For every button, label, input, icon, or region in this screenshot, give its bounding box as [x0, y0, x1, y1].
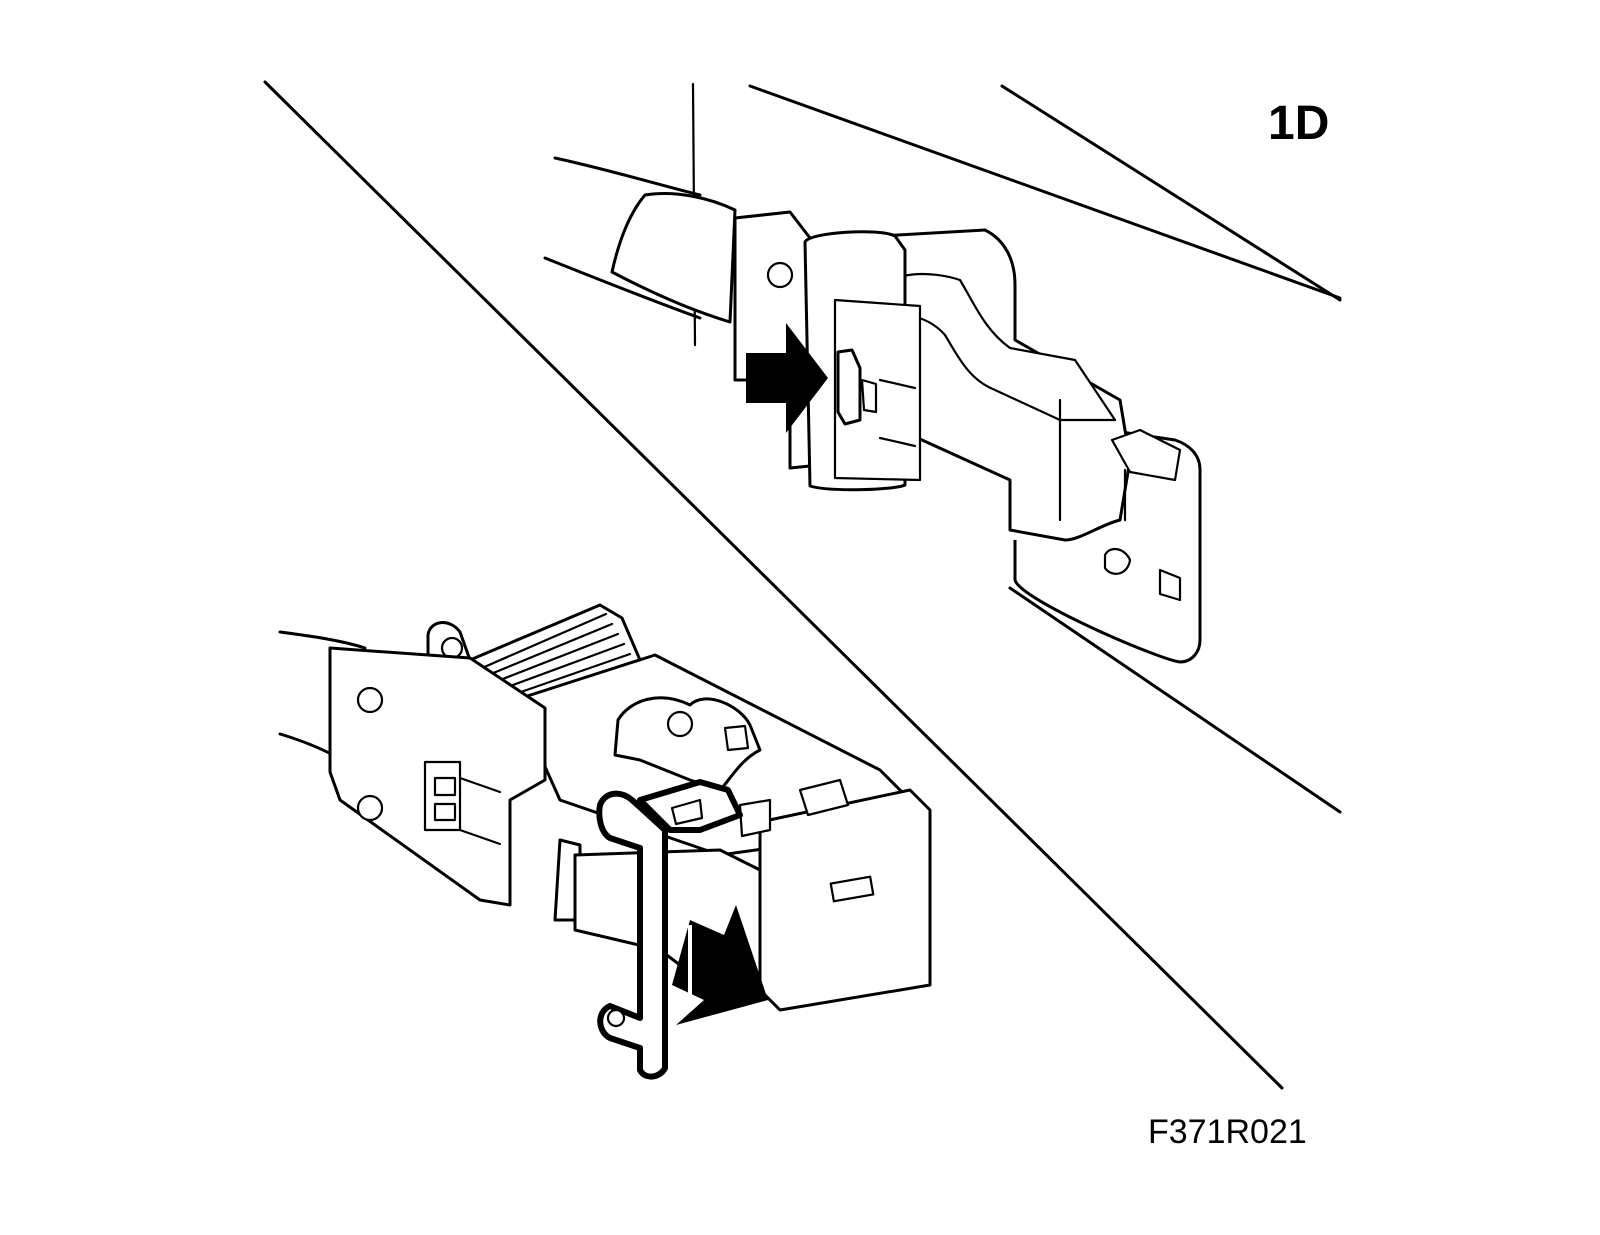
top-wire-harness [543, 156, 737, 324]
top-connector-assembly [543, 156, 1202, 664]
arrow-right-icon [746, 323, 828, 433]
figure-code: F371R021 [1148, 1113, 1307, 1151]
arrow-down-right-icon [672, 905, 768, 1025]
step-label: 1D [1268, 97, 1329, 150]
bottom-connector-assembly [278, 603, 932, 1080]
lock-clip-bracket [596, 779, 743, 1080]
panel-edges [263, 80, 1342, 1090]
